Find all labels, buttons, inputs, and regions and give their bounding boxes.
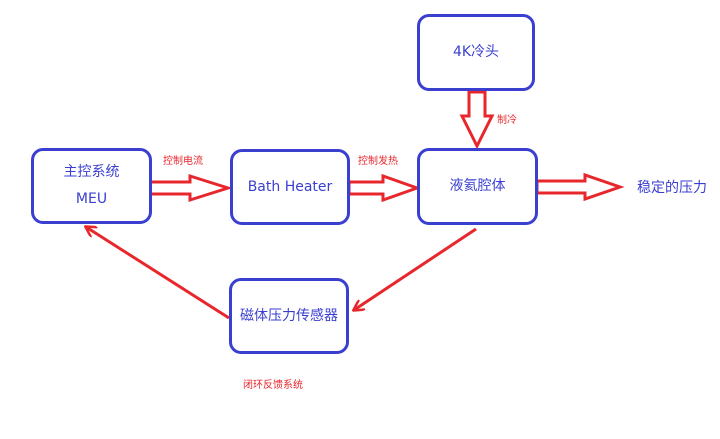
- coldhead-label: 4K冷头: [452, 44, 500, 61]
- arrow-controller-to-heater: [148, 173, 233, 203]
- edge-label-cooling: 制冷: [497, 115, 517, 126]
- output-label-stable-pressure: 稳定的压力: [637, 180, 707, 196]
- controller-label-cn: 主控系统: [63, 164, 120, 181]
- arrow-cavity-to-output: [535, 172, 625, 202]
- heater-label: Bath Heater: [247, 178, 333, 195]
- arrow-cavity-to-sensor: [354, 227, 477, 310]
- controller-node: 主控系统 MEU: [31, 148, 152, 224]
- edge-label-control-current: 控制电流: [163, 156, 203, 167]
- coldhead-node: 4K冷头: [417, 14, 535, 91]
- cavity-label: 液氦腔体: [449, 178, 506, 195]
- edge-label-feedback-loop: 闭环反馈系统: [243, 380, 303, 391]
- sensor-label: 磁体压力传感器: [240, 307, 338, 324]
- edge-label-control-heating: 控制发热: [358, 156, 398, 167]
- cavity-node: 液氦腔体: [417, 148, 538, 225]
- sensor-node: 磁体压力传感器: [229, 278, 349, 354]
- arrow-heater-to-cavity: [347, 173, 422, 203]
- heater-node: Bath Heater: [230, 149, 350, 225]
- controller-label-meu: MEU: [75, 191, 108, 207]
- arrow-sensor-to-controller: [86, 227, 230, 320]
- arrow-coldhead-to-cavity: [459, 90, 495, 150]
